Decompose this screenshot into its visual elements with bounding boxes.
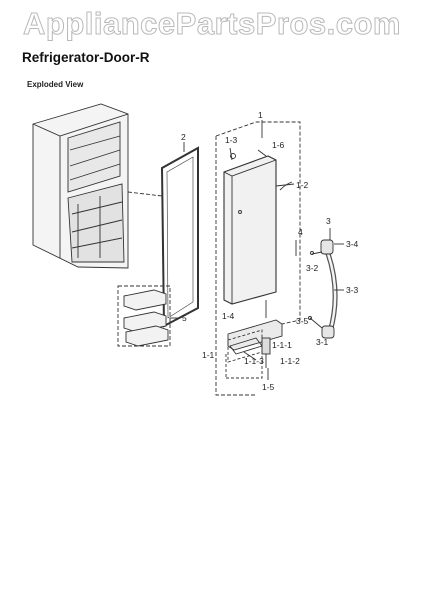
callout-3-2: 3-2 xyxy=(306,263,319,273)
callout-1: 1 xyxy=(258,110,263,120)
callout-1-4: 1-4 xyxy=(222,311,235,321)
door-bins xyxy=(117,285,180,347)
callout-5: 5 xyxy=(182,313,187,323)
bottom-hinge-assembly xyxy=(225,300,283,380)
leader-cabinet-gasket xyxy=(127,191,163,197)
door-gasket xyxy=(160,146,199,328)
callout-1-3: 1-3 xyxy=(225,135,238,145)
callout-3-3: 3-3 xyxy=(346,285,359,295)
watermark: AppliancePartsPros.com xyxy=(23,6,401,42)
callout-2: 2 xyxy=(181,132,186,142)
view-label: Exploded View xyxy=(27,80,84,89)
door-assembly-outline xyxy=(215,121,301,325)
callout-3: 3 xyxy=(326,216,331,226)
page-title: Refrigerator-Door-R xyxy=(22,50,150,65)
door-handle xyxy=(308,228,344,339)
callout-1-1: 1-1 xyxy=(202,350,215,360)
callout-1-1-1: 1-1-1 xyxy=(272,340,292,350)
callout-3-1: 3-1 xyxy=(316,337,329,347)
door-panel xyxy=(223,149,277,305)
callout-1-1-2: 1-1-2 xyxy=(280,356,300,366)
callout-1-2: 1-2 xyxy=(296,180,309,190)
callout-1-5: 1-5 xyxy=(262,382,275,392)
callout-3-4: 3-4 xyxy=(346,239,359,249)
callout-3-5: 3-5 xyxy=(296,316,309,326)
callout-4: 4 xyxy=(298,227,303,237)
callout-1-6: 1-6 xyxy=(272,140,285,150)
callout-1-1-3: 1-1-3 xyxy=(244,356,264,366)
refrigerator-cabinet xyxy=(32,103,129,269)
